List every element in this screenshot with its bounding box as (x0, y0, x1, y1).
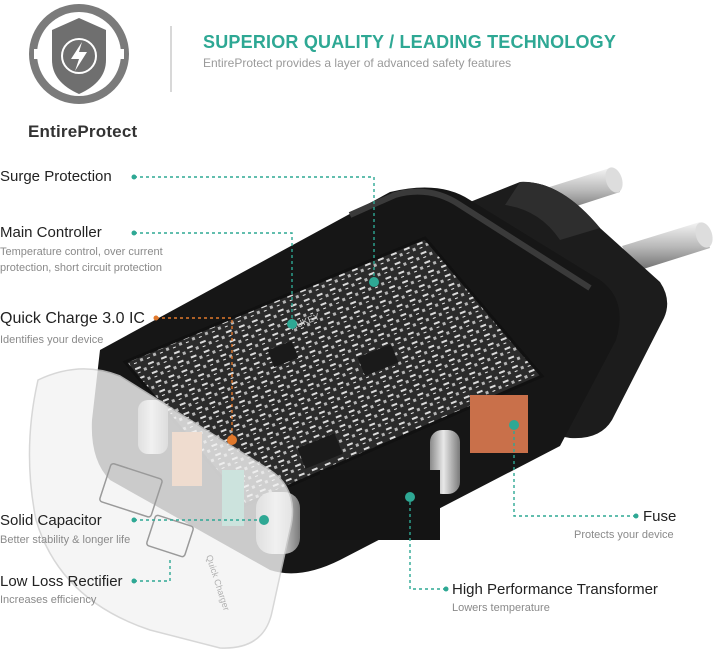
solid-capacitor-desc: Better stability & longer life (0, 534, 131, 546)
main-controller-desc-1: Temperature control, over current (0, 246, 163, 258)
quick-charge-desc: Identifies your device (0, 334, 104, 346)
subline: EntireProtect provides a layer of advanc… (203, 56, 512, 70)
rectifier-label: Low Loss Rectifier (0, 573, 123, 590)
header-divider (170, 26, 172, 92)
brand-name: EntireProtect (28, 122, 138, 141)
transformer-label: High Performance Transformer (452, 581, 658, 598)
fuse-component (470, 395, 528, 453)
transformer-block (320, 470, 440, 540)
surge-protection-label: Surge Protection (0, 168, 112, 185)
fuse-desc: Protects your device (574, 529, 674, 541)
main-controller-label: Main Controller (0, 224, 102, 241)
solid-capacitor-label: Solid Capacitor (0, 512, 102, 529)
usb-casing: Quick Charger (28, 368, 294, 649)
transformer-desc: Lowers temperature (452, 602, 550, 614)
main-controller-desc-2: protection, short circuit protection (0, 262, 163, 274)
headline: SUPERIOR QUALITY / LEADING TECHNOLOGY (203, 32, 617, 52)
quick-charge-label: Quick Charge 3.0 IC (0, 310, 145, 327)
shield-lightning-icon (29, 4, 129, 104)
fuse-label: Fuse (643, 508, 677, 525)
rectifier-desc: Increases efficiency (0, 594, 97, 606)
